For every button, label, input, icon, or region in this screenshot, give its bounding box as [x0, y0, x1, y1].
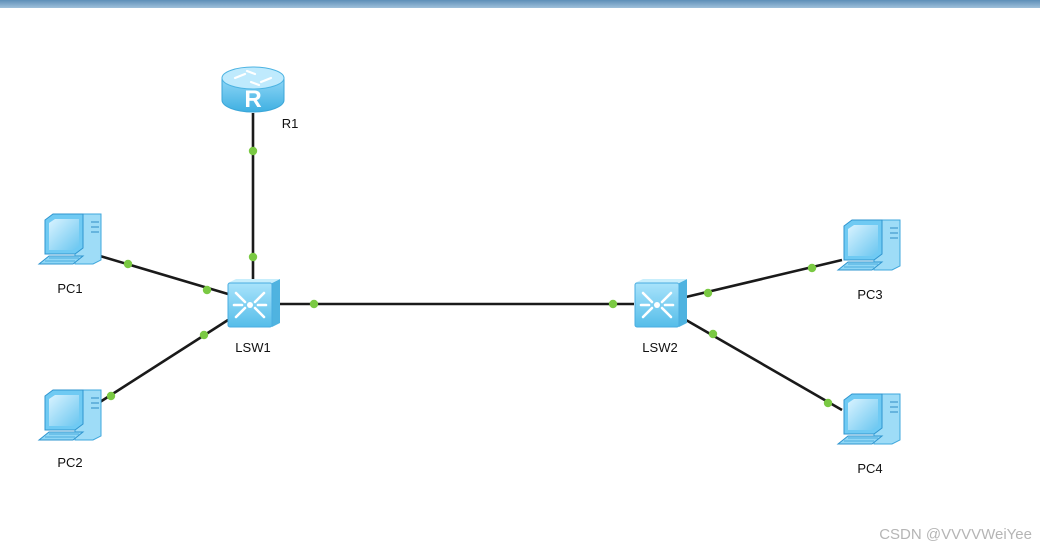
port-indicator	[199, 330, 209, 340]
device-lsw1[interactable]: LSW1	[227, 279, 280, 355]
port-indicator	[608, 299, 618, 309]
link-line	[685, 258, 843, 299]
port-indicator	[202, 285, 212, 295]
link-lsw2-pc4[interactable]	[685, 318, 843, 412]
window-title-bar	[0, 0, 1040, 8]
router-icon: R	[221, 66, 285, 113]
device-label: PC2	[57, 455, 82, 470]
port-indicator	[703, 288, 713, 298]
links-layer	[99, 113, 843, 412]
svg-text:R: R	[244, 86, 261, 113]
port-indicator	[248, 146, 258, 156]
device-label: PC1	[57, 281, 82, 296]
port-indicator	[309, 299, 319, 309]
device-pc2[interactable]: PC2	[37, 389, 102, 470]
device-label: LSW1	[235, 340, 270, 355]
link-pc2-lsw1[interactable]	[99, 318, 229, 404]
link-line	[99, 318, 229, 404]
device-label: PC3	[857, 287, 882, 302]
port-indicator	[123, 259, 133, 269]
device-label: R1	[282, 116, 299, 131]
watermark: CSDN @VVVVWeiYee	[879, 526, 1032, 543]
link-pc1-lsw1[interactable]	[99, 254, 229, 296]
pc-icon	[37, 389, 102, 441]
device-r1[interactable]: R R1	[221, 66, 299, 131]
device-label: LSW2	[642, 340, 677, 355]
port-indicator	[823, 398, 833, 408]
port-indicator	[708, 329, 718, 339]
pc-icon	[836, 393, 901, 445]
switch-icon	[634, 279, 687, 328]
device-lsw2[interactable]: LSW2	[634, 279, 687, 355]
switch-icon	[227, 279, 280, 328]
port-indicator	[248, 252, 258, 262]
device-pc4[interactable]: PC4	[836, 393, 901, 476]
device-pc1[interactable]: PC1	[37, 213, 102, 296]
device-pc3[interactable]: PC3	[836, 219, 901, 302]
link-lsw2-pc3[interactable]	[685, 258, 843, 299]
port-indicator	[106, 391, 116, 401]
pc-icon	[37, 213, 102, 265]
device-label: PC4	[857, 461, 882, 476]
port-indicator	[807, 263, 817, 273]
link-r1-lsw1[interactable]	[248, 113, 258, 280]
link-lsw1-lsw2[interactable]	[279, 299, 634, 309]
pc-icon	[836, 219, 901, 271]
